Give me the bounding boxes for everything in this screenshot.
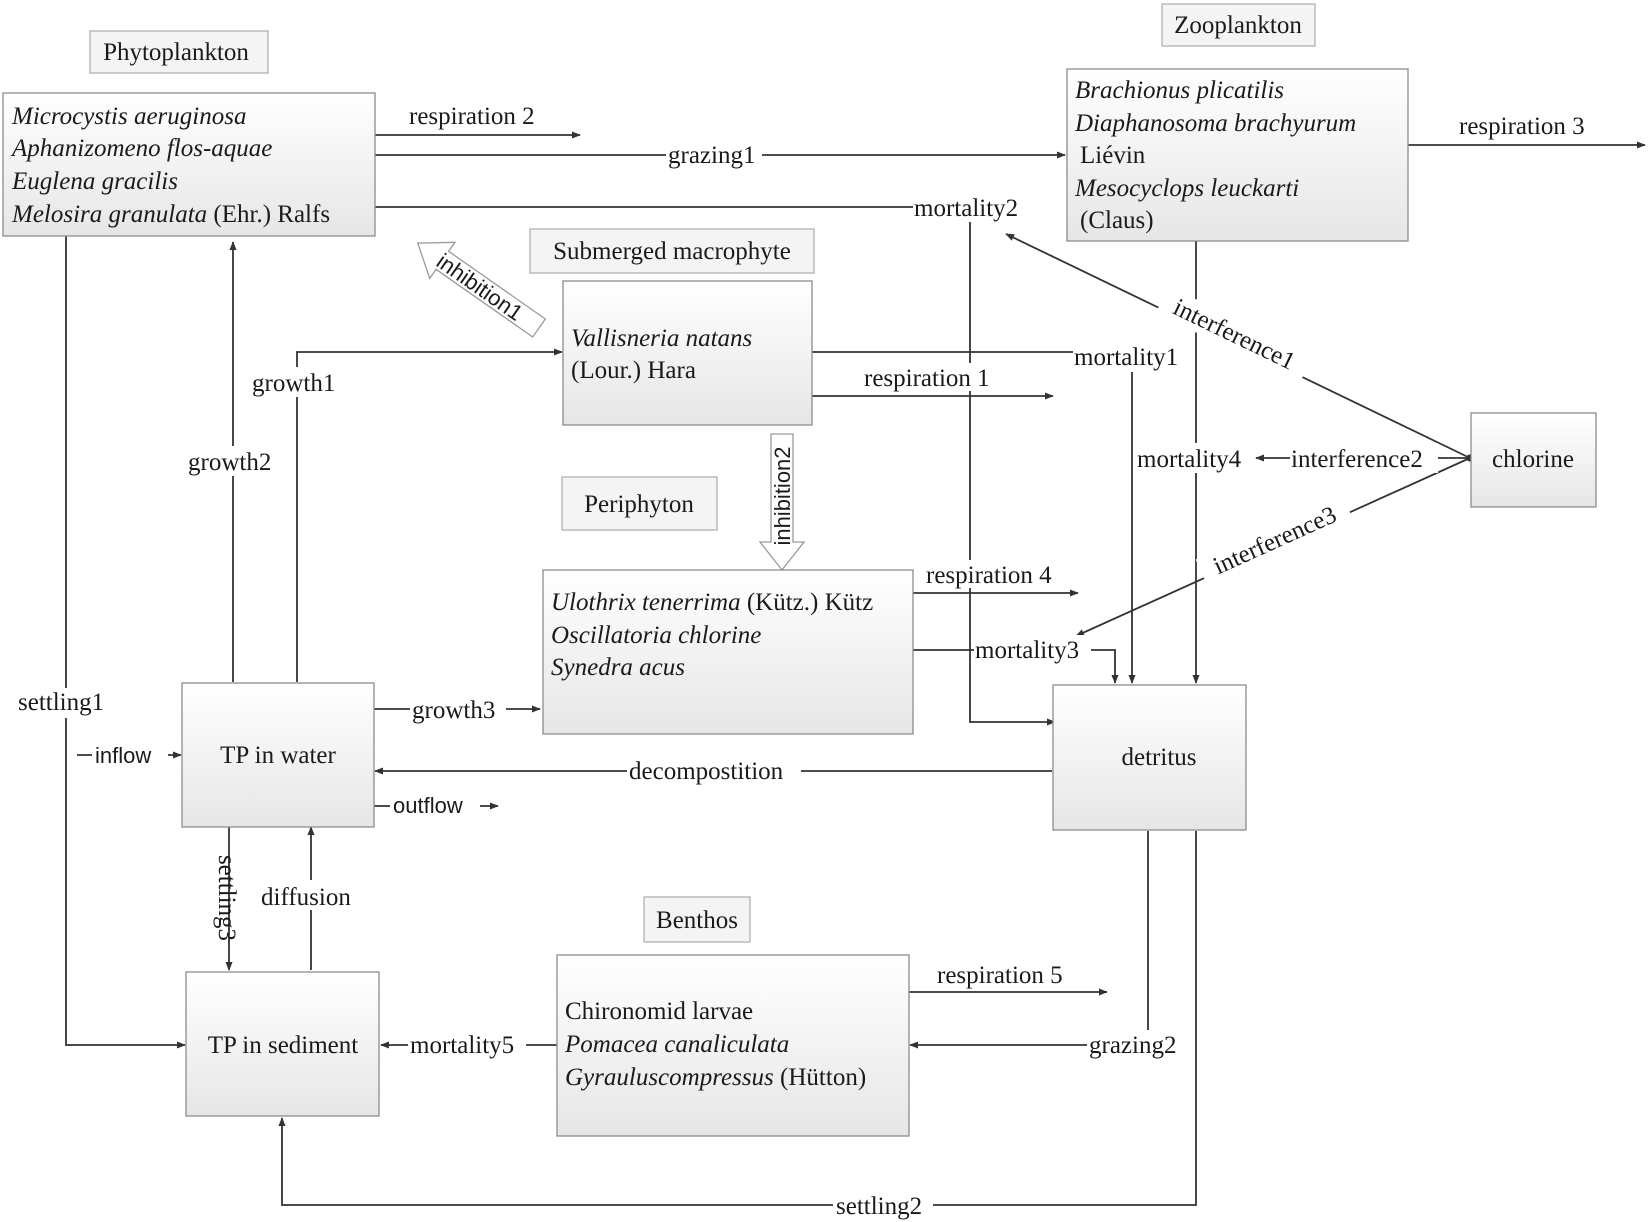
settling2-label: settling2 bbox=[836, 1193, 922, 1220]
peri-species-1: Ulothrix tenerrima (Kütz.) Kütz bbox=[551, 589, 873, 616]
submerged-macrophyte-tag-label: Submerged macrophyte bbox=[553, 238, 791, 265]
mortality4-label: mortality4 bbox=[1137, 446, 1242, 473]
tp-water-box bbox=[181, 682, 375, 828]
settling2-arrow bbox=[278, 831, 1197, 1206]
inhibition1-label: inhibition1 bbox=[432, 248, 527, 325]
growth3-label: growth3 bbox=[412, 697, 495, 724]
diffusion-label: diffusion bbox=[261, 884, 351, 911]
growth1-arrow bbox=[296, 348, 563, 682]
peri-species-3: Synedra acus bbox=[551, 654, 685, 681]
phyto-species-2: Aphanizomeno flos-aquae bbox=[10, 135, 272, 162]
benthos-box bbox=[556, 954, 910, 1137]
macro-species-2: (Lour.) Hara bbox=[571, 357, 696, 384]
submerged-macrophyte-tag bbox=[529, 228, 815, 274]
outflow-label: outflow bbox=[393, 793, 463, 818]
zooplankton-tag bbox=[1161, 3, 1316, 47]
interference2-label: interference2 bbox=[1291, 446, 1423, 473]
inhibition2-label: inhibition2 bbox=[770, 446, 795, 545]
settling1-label: settling1 bbox=[18, 689, 104, 716]
grazing1-label: grazing1 bbox=[668, 142, 755, 169]
grazing2-label: grazing2 bbox=[1089, 1032, 1176, 1059]
respiration4-label: respiration 4 bbox=[926, 562, 1052, 589]
zoo-species-5: (Claus) bbox=[1080, 207, 1154, 234]
periphyton-box bbox=[542, 569, 914, 735]
benthos-species-1: Chironomid larvae bbox=[565, 998, 753, 1025]
phyto-species-4: Melosira granulata (Ehr.) Ralfs bbox=[11, 201, 330, 228]
benthos-species-3: Gyrauluscompressus (Hütton) bbox=[565, 1064, 866, 1091]
mortality1-label: mortality1 bbox=[1074, 344, 1178, 371]
growth2-label: growth2 bbox=[188, 449, 271, 476]
detritus-box bbox=[1052, 684, 1247, 831]
mortality2-arrow bbox=[375, 206, 1056, 726]
respiration3-label: respiration 3 bbox=[1459, 113, 1585, 140]
periphyton-tag bbox=[561, 476, 718, 531]
phytoplankton-box bbox=[2, 92, 376, 237]
respiration1-label: respiration 1 bbox=[864, 365, 990, 392]
respiration5-label: respiration 5 bbox=[937, 962, 1063, 989]
peri-species-2: Oscillatoria chlorine bbox=[551, 622, 761, 649]
grazing2-arrow bbox=[909, 831, 1149, 1049]
chlorine-box bbox=[1470, 412, 1597, 508]
respiration2-label: respiration 2 bbox=[409, 103, 535, 130]
zooplankton-box bbox=[1066, 68, 1409, 242]
settling3-label: settling3 bbox=[213, 855, 240, 941]
detritus-label: detritus bbox=[1122, 744, 1197, 771]
growth1-label: growth1 bbox=[252, 370, 335, 397]
mortality5-label: mortality5 bbox=[410, 1032, 514, 1059]
zoo-species-4: Mesocyclops leuckarti bbox=[1074, 175, 1299, 202]
tp-sediment-label: TP in sediment bbox=[208, 1032, 359, 1059]
decomposition-label: decompostition bbox=[629, 758, 784, 785]
interference3-label: interference3 bbox=[1209, 501, 1340, 580]
mortality2-label: mortality2 bbox=[914, 195, 1018, 222]
phytoplankton-tag bbox=[89, 30, 269, 74]
zoo-species-2: Diaphanosoma brachyurum bbox=[1074, 110, 1356, 137]
tp-water-label: TP in water bbox=[220, 742, 336, 769]
periphyton-tag-label: Periphyton bbox=[584, 491, 694, 518]
inflow-label: inflow bbox=[95, 743, 151, 768]
phyto-species-1: Microcystis aeruginosa bbox=[11, 103, 246, 130]
settling1-arrow bbox=[65, 236, 186, 1049]
mortality3-label: mortality3 bbox=[975, 637, 1079, 664]
zooplankton-tag-label: Zooplankton bbox=[1174, 12, 1302, 39]
zoo-species-3: Liévin bbox=[1080, 142, 1146, 169]
macro-species-1: Vallisneria natans bbox=[571, 325, 752, 352]
phytoplankton-tag-label: Phytoplankton bbox=[103, 39, 249, 66]
zoo-species-1: Brachionus plicatilis bbox=[1075, 77, 1284, 104]
benthos-tag bbox=[643, 896, 751, 943]
tp-sediment-box bbox=[185, 971, 380, 1117]
flow-labels: respiration 2 grazing1 respiration 3 mor… bbox=[16, 100, 1600, 1220]
macrophyte-box bbox=[562, 280, 813, 426]
chlorine-label: chlorine bbox=[1492, 446, 1574, 473]
benthos-tag-label: Benthos bbox=[656, 907, 738, 934]
phyto-species-3: Euglena gracilis bbox=[11, 168, 178, 195]
benthos-species-2: Pomacea canaliculata bbox=[564, 1031, 789, 1058]
inhibition2-arrow: inhibition2 bbox=[758, 433, 806, 572]
